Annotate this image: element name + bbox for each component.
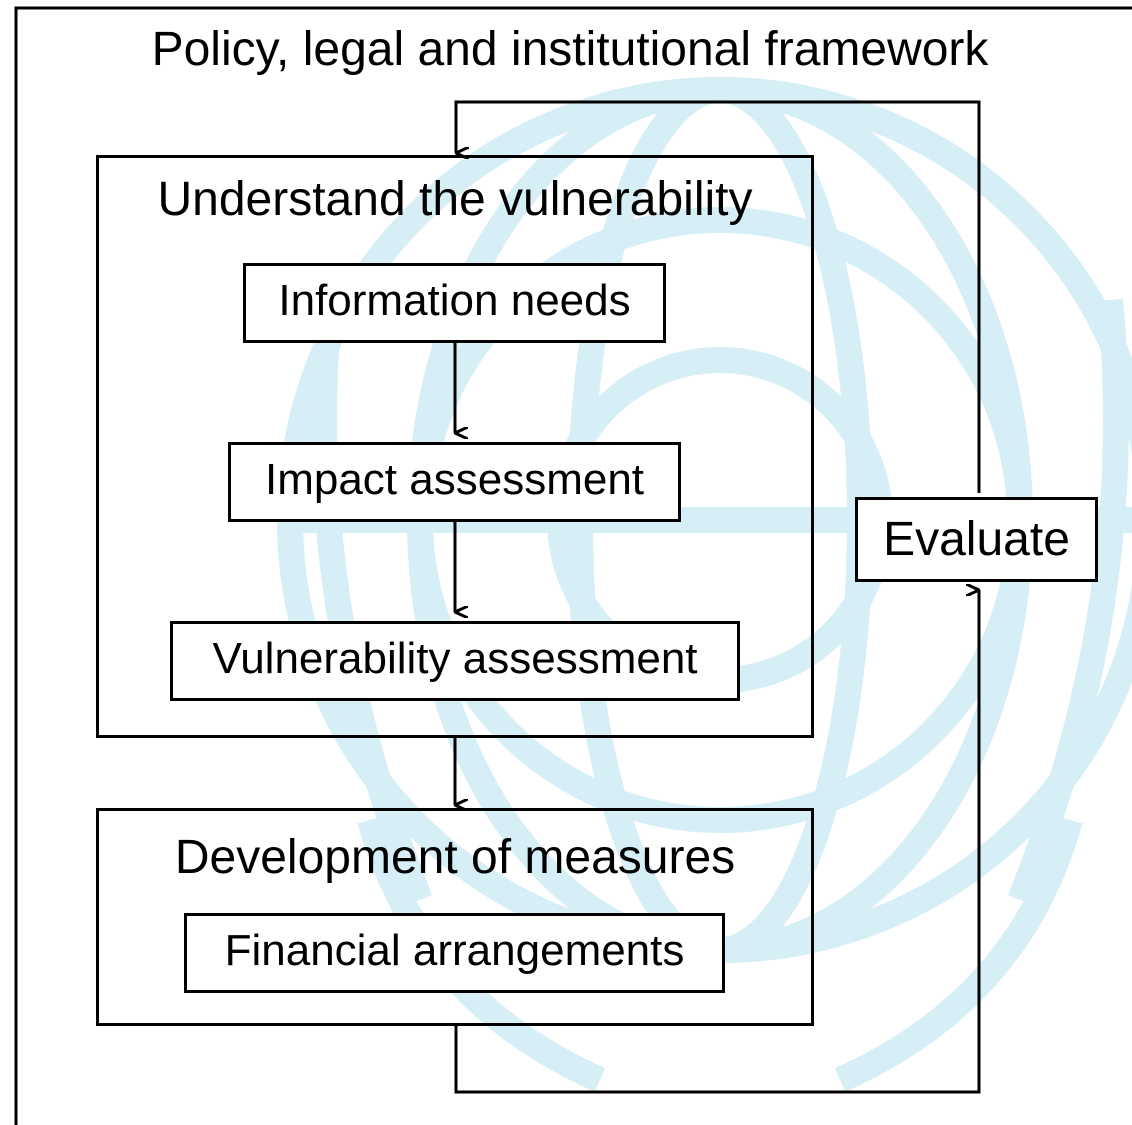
development-measures-box [96,808,814,1026]
step-vulnerability-assessment: Vulnerability assessment [170,621,740,701]
framework-title: Policy, legal and institutional framewor… [151,23,989,76]
development-measures-title: Development of measures [174,831,736,884]
understand-vulnerability-box [96,155,814,738]
step-information-needs: Information needs [243,263,666,343]
framework-frame-border [14,6,1132,1125]
arrow-development-to-evaluate [454,590,981,1094]
understand-vulnerability-title: Understand the vulnerability [157,173,753,226]
step-financial-arrangements: Financial arrangements [184,913,725,993]
evaluate-box: Evaluate [855,497,1098,582]
step-impact-assessment: Impact assessment [228,442,681,522]
arrow-evaluate-to-understand [454,100,981,493]
